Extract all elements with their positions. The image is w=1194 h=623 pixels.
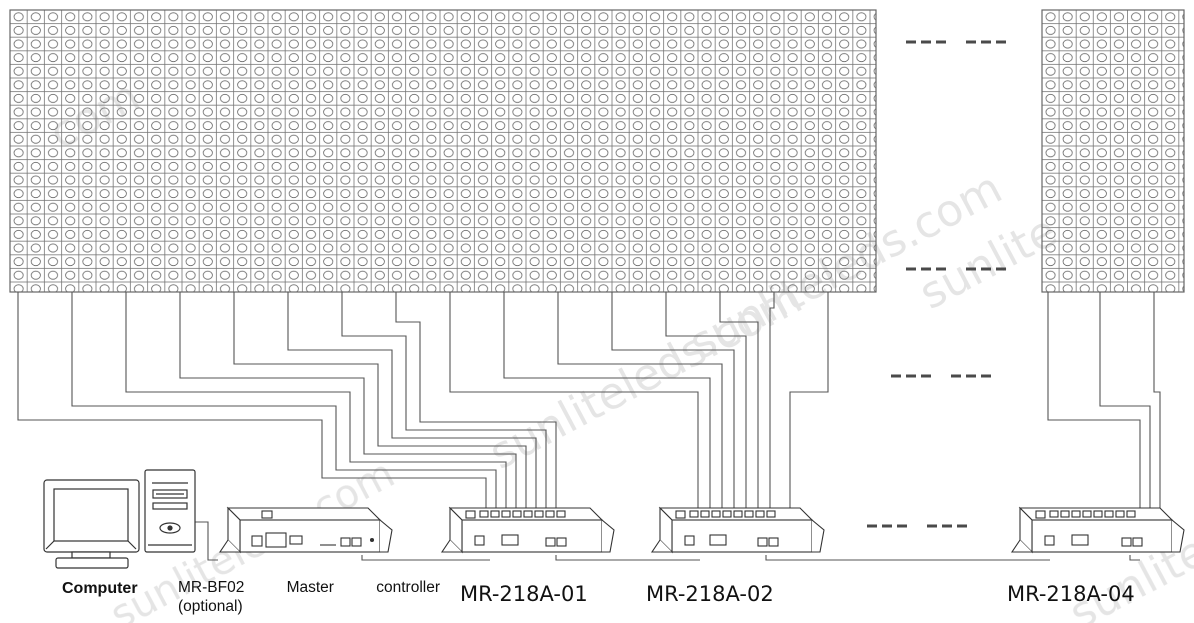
master-controller-label-optional: (optional): [178, 598, 243, 615]
computer-label: Computer: [62, 580, 138, 597]
controller-2-label: MR-218A-02: [646, 582, 774, 606]
controller-2-device: [650, 506, 825, 554]
controller-chain: [195, 521, 1140, 561]
controller-4-label: MR-218A-04: [1007, 582, 1135, 606]
led-matrix-main: [9, 9, 877, 293]
master-controller-label: MR-BF02 Master controller (optional): [178, 578, 440, 616]
controller-4-device: [1010, 506, 1185, 554]
controller-1-device: [440, 506, 615, 554]
wiring-controller-2: [449, 292, 829, 510]
master-controller-label-word1: Master: [286, 579, 334, 596]
wiring-controller-4: [1047, 292, 1161, 510]
wiring-controller-1: [17, 292, 557, 510]
led-matrix-end: [1041, 9, 1185, 293]
controller-1-label: MR-218A-01: [460, 582, 588, 606]
separator-dashes: [867, 40, 1006, 528]
master-controller-device: [218, 506, 393, 554]
master-controller-label-model: MR-BF02: [178, 579, 245, 596]
master-controller-label-word2: controller: [376, 579, 440, 596]
computer-icon: [43, 469, 196, 569]
